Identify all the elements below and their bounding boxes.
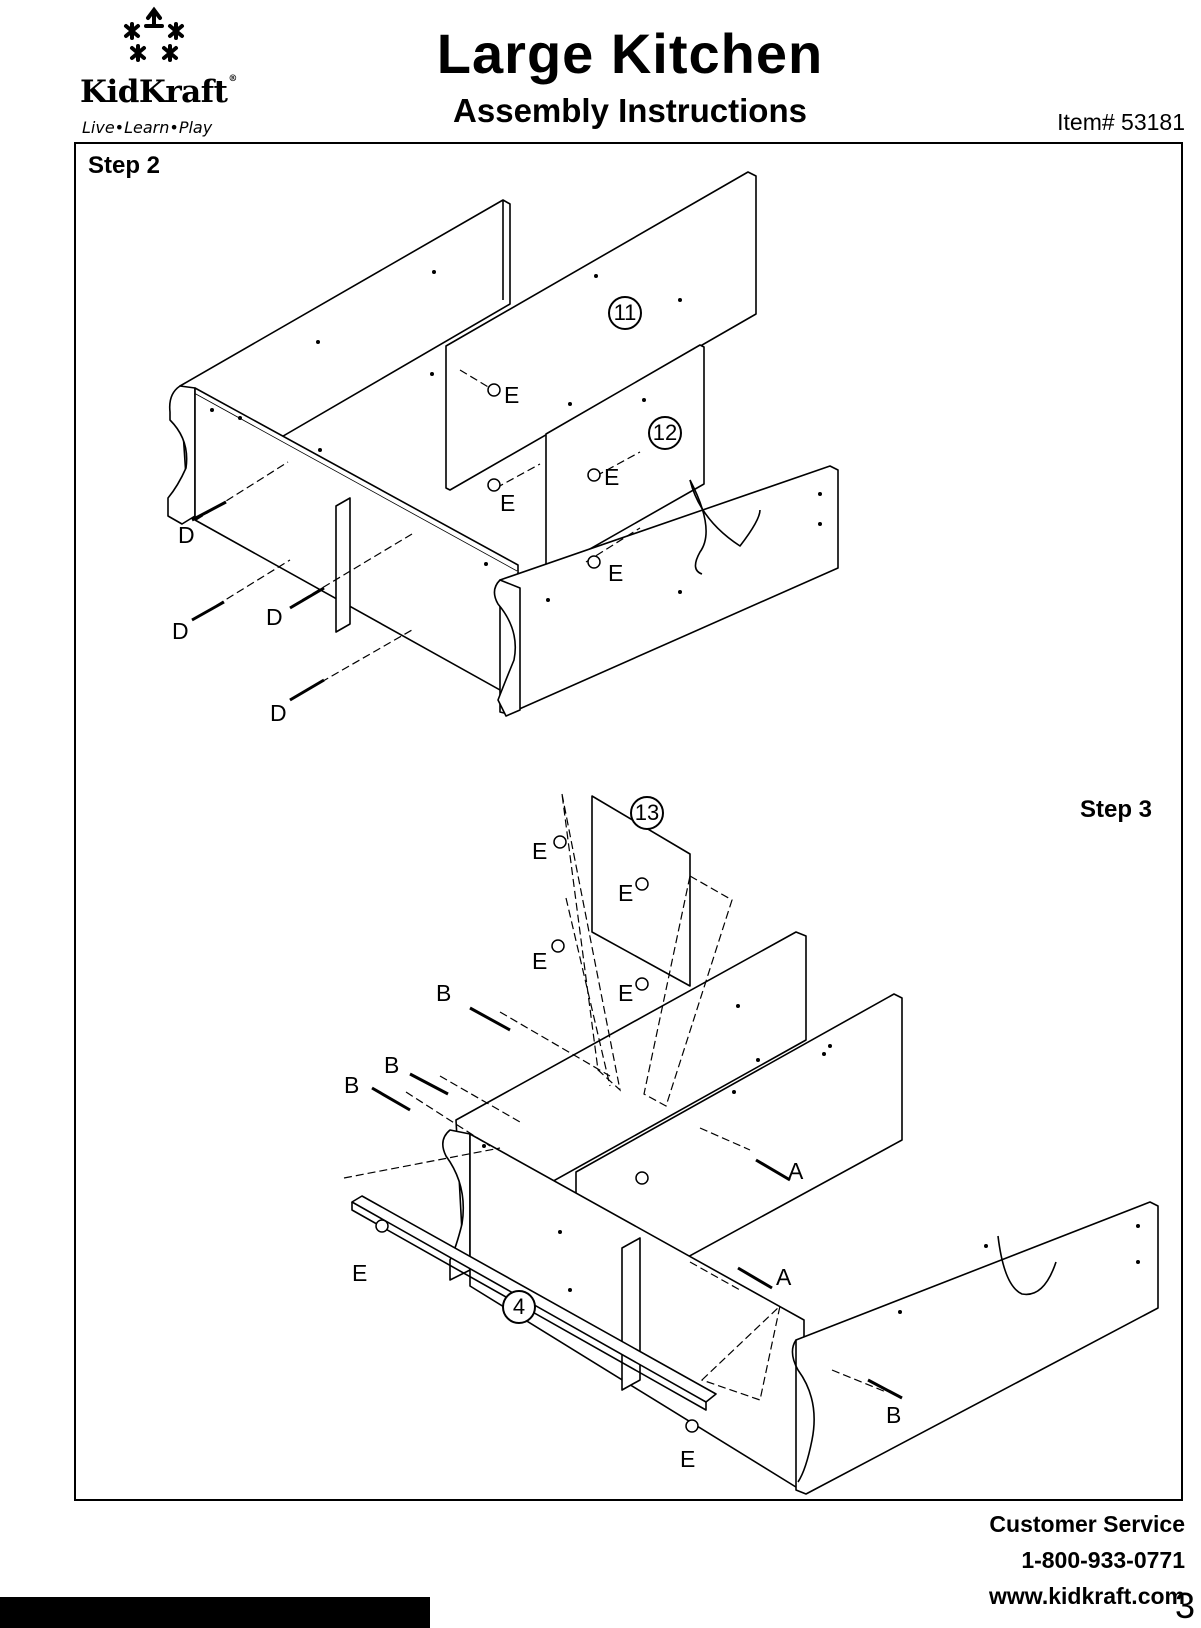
hardware-label-b: B — [436, 980, 452, 1006]
step2-post — [335, 497, 351, 633]
hardware-label-e: E — [604, 464, 620, 490]
hardware-label-e: E — [618, 880, 634, 906]
hardware-label-e: E — [504, 382, 520, 408]
brand-wordmark: KidKraft® — [80, 74, 250, 110]
hardware-label-a: A — [776, 1264, 792, 1290]
callout-13: 13 — [630, 796, 664, 830]
hardware-label-a: A — [788, 1158, 804, 1184]
stars-icon — [124, 6, 184, 62]
step-3-label: Step 3 — [1080, 796, 1153, 823]
footer-bar — [0, 1597, 430, 1628]
hardware-label-e: E — [618, 980, 634, 1006]
hardware-label-e: E — [352, 1260, 368, 1286]
kidkraft-logo: KidKraft® Live•Learn•Play — [74, 4, 254, 140]
customer-service-heading: Customer Service — [989, 1511, 1185, 1537]
customer-service-website: www.kidkraft.com — [989, 1583, 1185, 1609]
hardware-label-b: B — [344, 1072, 360, 1098]
hardware-label-e: E — [680, 1446, 696, 1472]
callout-4: 4 — [502, 1290, 536, 1324]
brand-name: KidKraft — [80, 74, 228, 110]
brand-tagline: Live•Learn•Play — [82, 118, 213, 137]
hardware-label-e: E — [608, 560, 624, 586]
page-number: 3 — [1174, 1585, 1195, 1626]
item-number: Item# 53181 — [1057, 109, 1185, 135]
document-title: Large Kitchen — [436, 22, 824, 85]
hardware-label-b: B — [886, 1402, 902, 1428]
customer-service-phone: 1-800-933-0771 — [1021, 1547, 1185, 1573]
callout-12: 12 — [648, 416, 682, 450]
step-2-label: Step 2 — [88, 152, 161, 179]
instructions-frame — [74, 142, 1183, 1501]
step3-back-panel — [455, 931, 807, 1233]
hardware-label-d: D — [178, 522, 195, 548]
panel-11 — [445, 171, 757, 491]
panel-12 — [545, 344, 705, 575]
hardware-label-d: D — [172, 618, 189, 644]
hardware-label-b: B — [384, 1052, 400, 1078]
hardware-label-d: D — [266, 604, 283, 630]
step2-left-panel — [167, 385, 196, 525]
hardware-label-e: E — [500, 490, 516, 516]
customer-service-block: Customer Service 1-800-933-0771 www.kidk… — [885, 1506, 1185, 1614]
callout-11: 11 — [608, 296, 642, 330]
document-subtitle: Assembly Instructions — [453, 92, 807, 129]
step3-front-panel — [795, 1201, 1159, 1495]
registered-mark: ® — [228, 74, 237, 84]
hardware-label-e: E — [532, 838, 548, 864]
panel-13 — [591, 795, 691, 987]
hardware-label-d: D — [270, 700, 287, 726]
hardware-label-e: E — [532, 948, 548, 974]
